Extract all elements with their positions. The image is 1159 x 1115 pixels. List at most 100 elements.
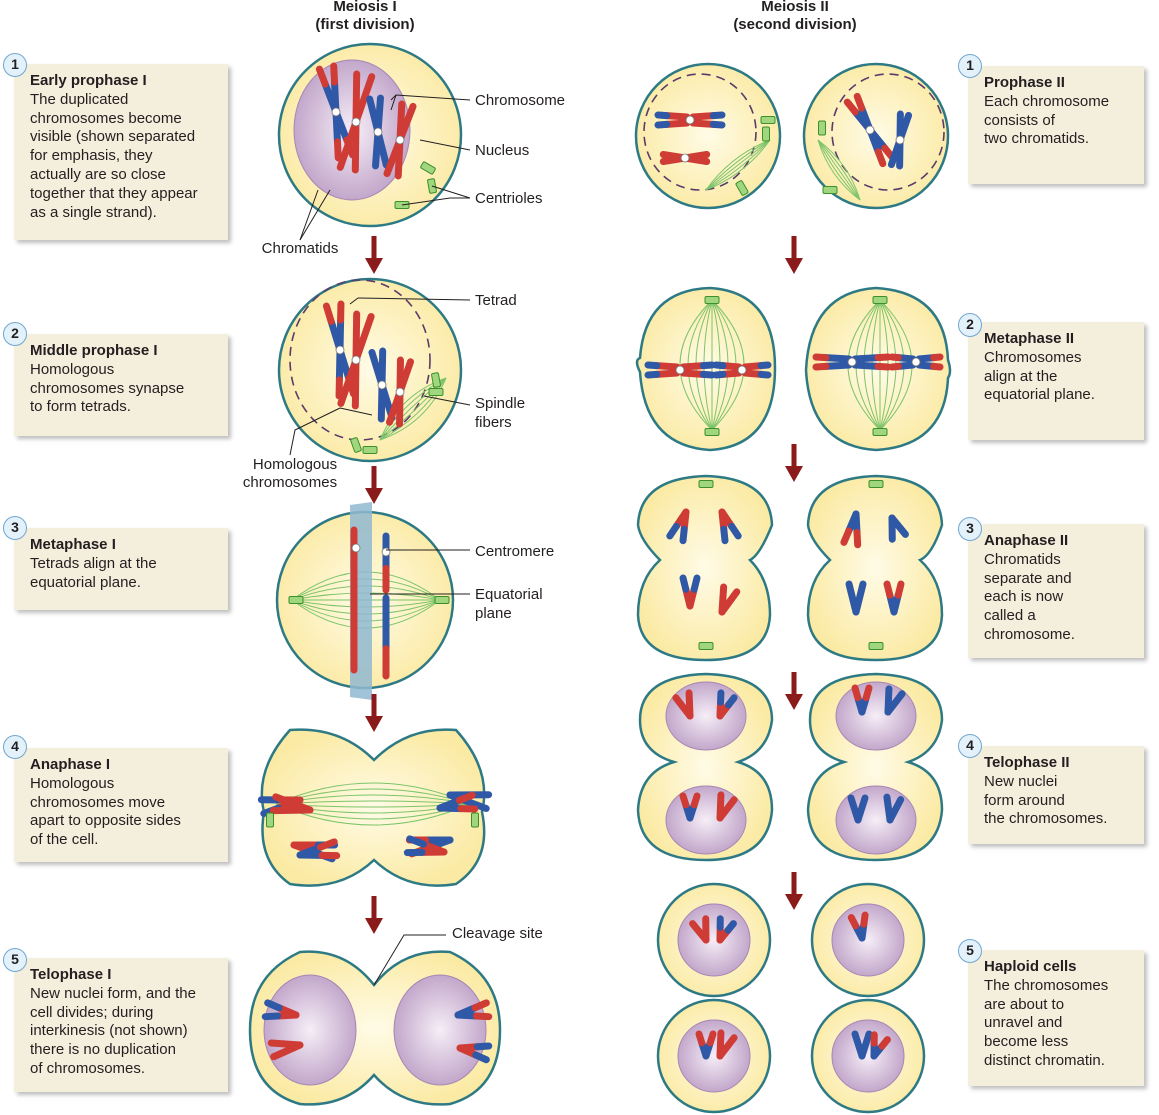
centriole (288, 596, 304, 604)
stage-description-line: of chromosomes. (30, 1059, 146, 1077)
centriole-body (434, 596, 450, 604)
chromatid-segment (894, 580, 905, 599)
stage-description-line: together that they appear (30, 184, 198, 202)
chromosome (718, 508, 742, 545)
meiosis2-title: Meiosis II (761, 0, 829, 15)
chromosome (672, 689, 694, 720)
nucleus-label: Nucleus (475, 142, 529, 159)
centromere (331, 107, 341, 117)
chromatid-segment (709, 120, 726, 129)
chromatid-arm (270, 1041, 304, 1061)
stage-description-line: equatorial plane. (984, 386, 1095, 404)
step-number-badge: 3 (3, 516, 27, 540)
step-number-badge: 1 (958, 54, 982, 78)
centriole-body (822, 186, 838, 194)
centrioles-label: Centrioles (475, 190, 543, 207)
stage-title: Early prophase I (30, 72, 147, 89)
chromosome (718, 583, 741, 616)
centromere (395, 387, 405, 397)
chromatid-arm (396, 102, 417, 144)
callout-leader-line (339, 407, 373, 416)
chromatid-segment (724, 694, 738, 709)
centriole-body (420, 161, 436, 175)
chromatid-segment (315, 65, 329, 88)
centromere (351, 117, 361, 127)
chromatid-segment (457, 805, 479, 813)
chromosome (716, 689, 738, 720)
stage-description-line: Homologous (30, 774, 115, 792)
chromatid-segment (888, 353, 902, 362)
chromosome (689, 915, 710, 944)
meiosis1-title: Meiosis I (333, 0, 397, 15)
spindle-fiber (817, 139, 861, 201)
meiosis1-anaphase-cell (257, 728, 493, 887)
stage-description-line: chromosome. (984, 625, 1075, 643)
centriole-body (872, 296, 888, 304)
nucleus (665, 681, 747, 751)
chromatid-segment (724, 920, 737, 934)
chromosome (368, 347, 396, 423)
chromosome (385, 356, 415, 428)
stage-description-line: New nuclei form, and the (30, 984, 196, 1002)
centromere (351, 543, 361, 553)
meiosis2-haploid-cells (656, 882, 926, 1114)
stage-description-line: equatorial plane. (30, 573, 141, 591)
chromatid-segment (720, 525, 729, 545)
stage-description-line: Homologous (30, 360, 115, 378)
chromatid-arm (337, 356, 360, 407)
spindle-fiber (379, 377, 447, 441)
chromosome (840, 510, 862, 549)
meiosis1-telophase-cell (248, 950, 502, 1106)
centriole-body (760, 116, 776, 124)
spindle-fiber (817, 139, 861, 201)
chromosome (716, 915, 737, 944)
stage-title: Telophase I (30, 966, 112, 983)
chromosome (812, 353, 892, 371)
arrow-head (785, 694, 803, 710)
centriole (762, 126, 770, 142)
stage-description-line: chromosomes move (30, 793, 166, 811)
centriole (266, 812, 274, 828)
chromatid-arm (377, 381, 386, 423)
chromatid-arm (372, 128, 382, 170)
chromosome (296, 838, 341, 860)
chromatid-segment (874, 362, 892, 371)
meiosis2-telophase-cells (636, 672, 944, 862)
chromosome (870, 1031, 891, 1060)
chromosome (436, 791, 479, 813)
chromosome (659, 150, 711, 166)
chromatid-segment (679, 525, 688, 545)
centriole-body (362, 446, 378, 454)
chromatid-segment (709, 111, 726, 120)
stage-description-line: The chromosomes (984, 976, 1109, 994)
chromatid-segment (406, 835, 427, 848)
centriole (868, 642, 884, 650)
centromere (675, 365, 685, 375)
centriole-body (868, 480, 884, 488)
chromosome (454, 999, 493, 1021)
stage-description-line: Chromosomes (984, 348, 1082, 366)
step-number-badge: 4 (3, 735, 27, 759)
chromosome-label: Chromosome (475, 92, 565, 109)
chromatid-segment (728, 522, 742, 540)
arrow-head (365, 918, 383, 934)
stage-title: Metaphase I (30, 536, 116, 553)
callout-leader-line (419, 139, 471, 151)
chromatid-segment (330, 62, 339, 86)
centriole-body (350, 437, 362, 453)
chromatid-arm (672, 694, 694, 720)
stage-description-line: the chromosomes. (984, 810, 1108, 828)
chromosome (666, 508, 690, 545)
stage-title: Haploid cells (984, 958, 1077, 975)
chromatid-arm (385, 388, 404, 426)
chromatid-arm (352, 73, 376, 126)
step-number-badge: 1 (3, 53, 27, 77)
callout-leader-line (299, 189, 319, 241)
dividing-cell-membrane (806, 474, 944, 662)
spindle-fibers-label-line2: fibers (475, 414, 512, 431)
chromatid-segment (654, 120, 671, 129)
centriole-body (868, 642, 884, 650)
